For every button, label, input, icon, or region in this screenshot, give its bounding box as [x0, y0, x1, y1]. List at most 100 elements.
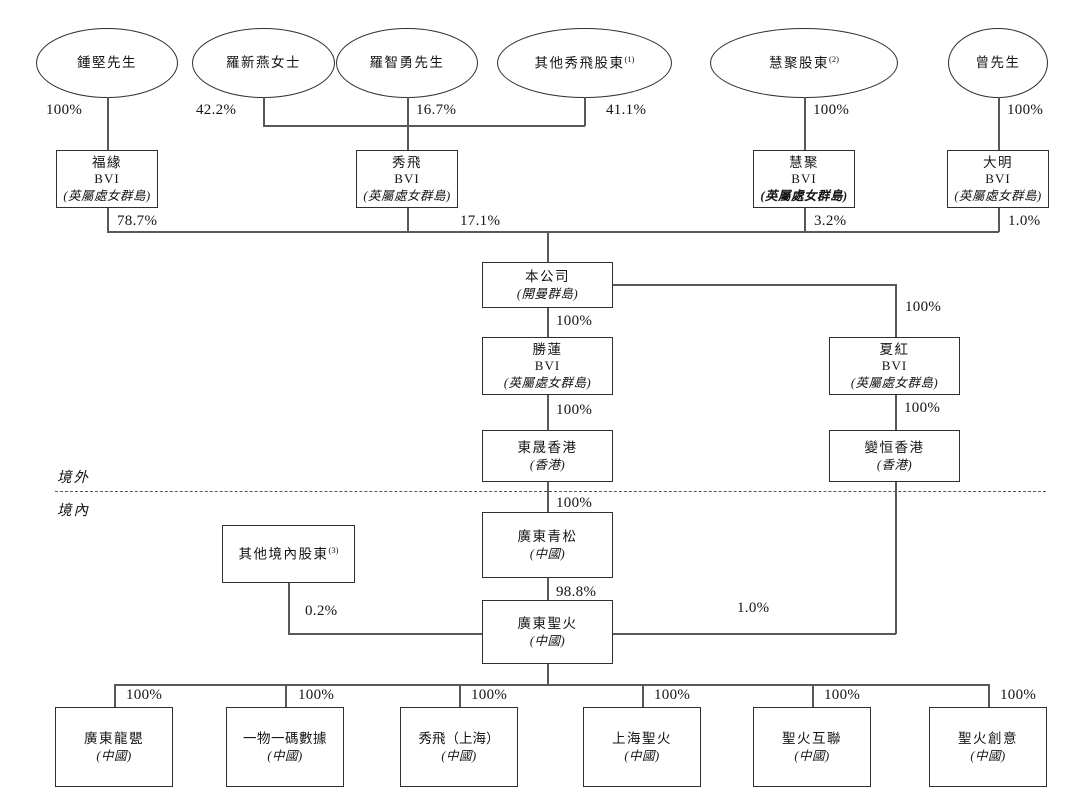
connector-vline	[407, 97, 409, 150]
connector-vline	[285, 684, 287, 707]
connector-vline	[547, 308, 549, 337]
holdco-place: (英屬處女群島)	[363, 189, 451, 204]
company-box: 本公司 (開曼群島)	[482, 262, 613, 308]
pct-daming-company: 1.0%	[1008, 213, 1041, 229]
entity-name: 夏紅	[879, 341, 910, 357]
connector-vline	[107, 97, 109, 150]
entity-place: (英屬處女群島)	[503, 376, 592, 391]
subsidiary-place: (中國)	[267, 748, 303, 763]
connector-vline	[804, 208, 806, 232]
connector-vline	[812, 684, 814, 707]
connector-vline	[288, 583, 290, 634]
holdco-place: (英屬處女群島)	[63, 189, 151, 204]
pct-luozhiyong-xiufei: 16.7%	[416, 102, 457, 118]
entity-place: (英屬處女群島)	[850, 376, 939, 391]
holdco-name: 福緣	[92, 154, 122, 170]
connector-vline	[804, 97, 806, 150]
shenghuo-box: 廣東聖火 (中國)	[482, 600, 613, 664]
pct-fuyuan-company: 78.7%	[117, 213, 158, 229]
holdco-fuyuan-bvi: 福緣 BVI (英屬處女群島)	[56, 150, 158, 208]
offshore-onshore-divider	[55, 491, 1046, 492]
connector-vline	[107, 208, 109, 232]
subsidiary-shanghai-shenghuo: 上海聖火 (中國)	[583, 707, 701, 787]
connector-vline	[547, 578, 549, 600]
pct-shenghuo-hulian: 100%	[824, 687, 861, 703]
holdco-daming-bvi: 大明 BVI (英屬處女群島)	[947, 150, 1049, 208]
entity-place: (中國)	[529, 546, 566, 561]
shareholder-luo-zhi-yong: 羅智勇先生	[336, 28, 478, 98]
entity-name: 勝蓮	[532, 341, 563, 357]
shareholder-name: 羅智勇先生	[369, 55, 445, 71]
holdco-place: (英屬處女群島)	[760, 189, 848, 204]
pct-shenghuo-yiwuyima: 100%	[298, 687, 335, 703]
holdco-name: 慧聚	[789, 154, 819, 170]
connector-vline	[547, 231, 549, 262]
connector-vline	[459, 684, 461, 707]
connector-hline	[263, 125, 585, 127]
connector-vline	[988, 684, 990, 707]
footnote-1-marker: (1)	[624, 53, 635, 64]
holdco-reg: BVI	[394, 171, 420, 187]
shareholder-zhong-jian: 鍾堅先生	[36, 28, 178, 98]
connector-vline	[998, 208, 1000, 232]
connector-hline	[107, 231, 999, 233]
subsidiary-place: (中國)	[96, 748, 132, 763]
connector-vline	[407, 208, 409, 232]
holdco-reg: BVI	[985, 171, 1011, 187]
pct-company-xiahong: 100%	[905, 299, 942, 315]
pct-qingsong-shenghuo: 98.8%	[556, 584, 597, 600]
pct-zeng-daming: 100%	[1007, 102, 1044, 118]
entity-place: (香港)	[529, 457, 566, 472]
pct-shenghuo-shanghai: 100%	[654, 687, 691, 703]
connector-vline	[547, 664, 549, 685]
pct-shenghuo-longying: 100%	[126, 687, 163, 703]
other-domestic-shareholders-box: 其他境內股東(3)	[222, 525, 355, 583]
footnote-2-marker: (2)	[829, 53, 839, 64]
subsidiary-name: 聖火互聯	[782, 731, 842, 747]
onshore-label: 境內	[57, 503, 90, 519]
holdco-reg: BVI	[94, 171, 120, 187]
connector-hline	[288, 633, 482, 635]
connector-vline	[584, 97, 586, 126]
xiahong-bvi-box: 夏紅 BVI (英屬處女群島)	[829, 337, 960, 395]
entity-place: (中國)	[529, 633, 566, 648]
company-place: (開曼群島)	[516, 286, 579, 301]
connector-hline	[613, 284, 896, 286]
connector-vline	[998, 97, 1000, 150]
subsidiary-place: (中國)	[441, 748, 477, 763]
shareholder-name: 鍾堅先生	[77, 55, 137, 71]
connector-hline	[114, 684, 988, 686]
company-name: 本公司	[525, 269, 570, 285]
bianheng-hk-box: 變恒香港 (香港)	[829, 430, 960, 482]
subsidiary-name: 秀飛（上海）	[418, 731, 500, 747]
pct-shenghuo-chuangyi: 100%	[1000, 687, 1037, 703]
pct-xiufei-company: 17.1%	[460, 213, 501, 229]
entity-name: 變恒香港	[864, 440, 925, 456]
connector-vline	[547, 482, 549, 512]
pct-company-shenglian: 100%	[556, 313, 593, 329]
subsidiary-name: 廣東龍甖	[84, 731, 144, 747]
footnote-3-marker: (3)	[328, 544, 339, 555]
entity-name: 東晟香港	[517, 440, 578, 456]
connector-vline	[263, 97, 265, 126]
subsidiary-yiwuyima-data: 一物一碼數據 (中國)	[226, 707, 344, 787]
connector-vline	[895, 395, 897, 430]
shareholder-name: 慧聚股東(2)	[769, 53, 839, 71]
entity-place: (香港)	[876, 457, 913, 472]
subsidiary-longying: 廣東龍甖 (中國)	[55, 707, 173, 787]
pct-luoxinyan-xiufei: 42.2%	[196, 102, 237, 118]
pct-huiju-holders: 100%	[813, 102, 850, 118]
pct-others-xiufei: 41.1%	[606, 102, 647, 118]
subsidiary-name: 上海聖火	[612, 731, 672, 747]
pct-zhongjian-fuyuan: 100%	[46, 102, 83, 118]
connector-vline	[547, 395, 549, 430]
pct-otherdomestic-shenghuo: 0.2%	[305, 603, 338, 619]
offshore-label: 境外	[57, 470, 90, 486]
subsidiary-place: (中國)	[970, 748, 1006, 763]
entity-name: 廣東聖火	[517, 616, 578, 632]
holdco-name: 大明	[983, 154, 1013, 170]
shenglian-bvi-box: 勝蓮 BVI (英屬處女群島)	[482, 337, 613, 395]
connector-vline	[895, 284, 897, 337]
pct-shenghuo-xiufei-sh: 100%	[471, 687, 508, 703]
